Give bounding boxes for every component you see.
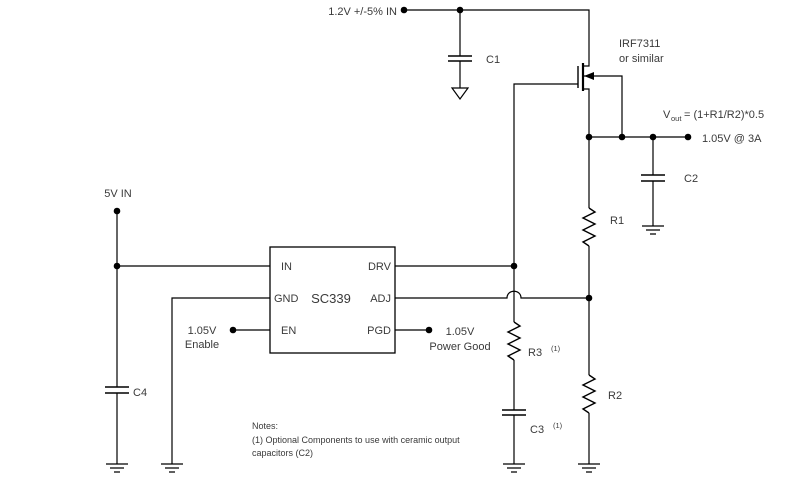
label-enable: Enable — [185, 339, 219, 351]
wire-gate — [513, 83, 578, 266]
junction-dot — [618, 133, 626, 141]
earth-ground-icon — [161, 463, 183, 473]
wire-12v-rail — [404, 9, 590, 67]
junction-dot — [585, 294, 593, 302]
terminal-dot-vout — [684, 133, 692, 141]
capacitor-c3 — [502, 409, 526, 416]
wire-adj-with-hop — [395, 290, 589, 299]
ic-pin-adj: ADJ — [370, 293, 391, 305]
label-c2: C2 — [684, 173, 698, 185]
notes-line1: (1) Optional Components to use with cera… — [252, 435, 460, 445]
earth-ground-icon — [503, 463, 525, 473]
label-c3-note-ref: (1) — [553, 421, 563, 430]
ic-pin-drv: DRV — [368, 261, 392, 273]
labels: 1.2V +/-5% IN C1 IRF7311 or similar V ou… — [104, 6, 764, 458]
terminal-dot-enable — [229, 326, 237, 334]
junction-dot — [113, 262, 121, 270]
label-pgood-voltage: 1.05V — [446, 326, 475, 338]
junction-dots — [113, 6, 692, 334]
resistor-r2 — [581, 374, 597, 414]
wire-body — [583, 75, 623, 137]
label-r3-note-ref: (1) — [551, 344, 561, 353]
ic-pin-gnd: GND — [274, 293, 299, 305]
junction-dot — [510, 262, 518, 270]
label-vout-subscript: out — [671, 114, 682, 123]
mosfet-symbol — [577, 63, 594, 91]
terminal-dot-12v — [400, 6, 408, 14]
resistor-r1 — [581, 207, 597, 247]
junction-dot — [585, 133, 593, 141]
capacitor-c1 — [448, 55, 472, 62]
label-pgood: Power Good — [429, 341, 490, 353]
label-enable-voltage: 1.05V — [188, 325, 217, 337]
triangle-ground-icon — [450, 87, 470, 101]
mosfet-body-arrow-icon — [584, 72, 594, 80]
label-r3: R3 — [528, 347, 542, 359]
label-vout-symbol: V — [663, 109, 671, 121]
earth-ground-icon — [642, 225, 664, 235]
label-mosfet-alt: or similar — [619, 53, 664, 65]
earth-ground-icon — [578, 463, 600, 473]
wire-gnd — [171, 297, 270, 464]
label-c1: C1 — [486, 54, 500, 66]
label-c4: C4 — [133, 387, 147, 399]
capacitor-c2 — [641, 174, 665, 182]
notes-title: Notes: — [252, 421, 278, 431]
terminal-dot-pgood — [425, 326, 433, 334]
label-vout-formula: = (1+R1/R2)*0.5 — [684, 109, 764, 121]
junction-dot — [649, 133, 657, 141]
ic-pin-pgd: PGD — [367, 325, 391, 337]
terminal-dot-5v — [113, 207, 121, 215]
label-r1: R1 — [610, 215, 624, 227]
components — [105, 55, 665, 473]
notes-line2: capacitors (C2) — [252, 448, 313, 458]
wires — [116, 9, 688, 464]
label-c3: C3 — [530, 424, 544, 436]
earth-ground-icon — [106, 463, 128, 473]
ic-pin-in: IN — [281, 261, 292, 273]
ic-name: SC339 — [311, 291, 351, 306]
label-input-12v: 1.2V +/-5% IN — [328, 6, 397, 18]
junction-dot — [456, 6, 464, 14]
label-mosfet-part: IRF7311 — [619, 38, 660, 50]
label-output-rating: 1.05V @ 3A — [702, 133, 762, 145]
label-r2: R2 — [608, 390, 622, 402]
ic-pin-en: EN — [281, 325, 296, 337]
capacitor-c4 — [105, 386, 129, 394]
resistor-r3 — [506, 321, 522, 361]
ic-body — [269, 246, 396, 354]
label-input-5v: 5V IN — [104, 188, 132, 200]
wire-source — [583, 88, 590, 137]
